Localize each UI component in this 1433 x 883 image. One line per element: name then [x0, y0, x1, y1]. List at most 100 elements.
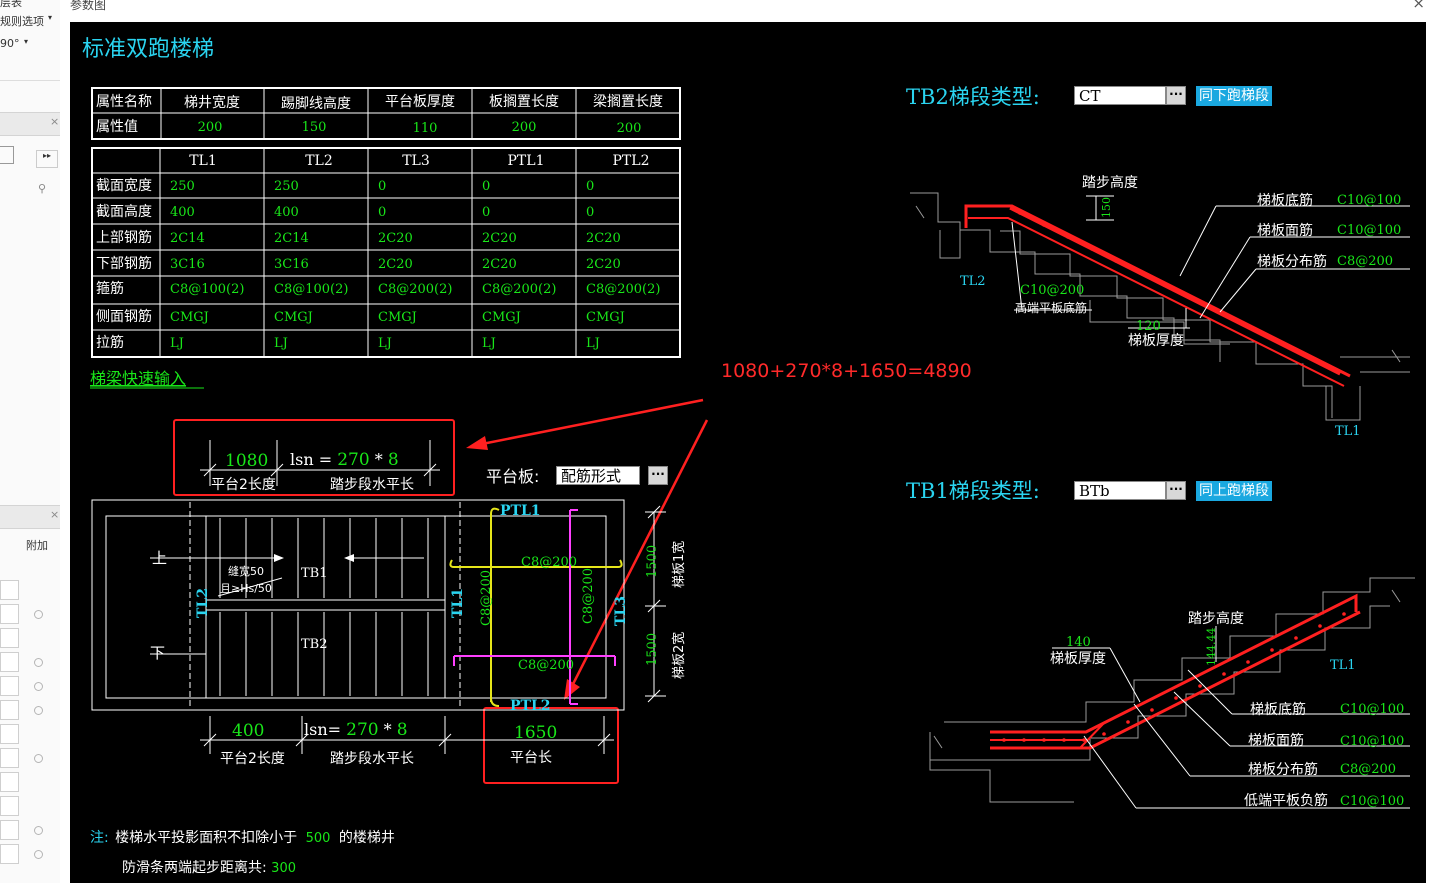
- anti-slip-distance-value[interactable]: 300: [271, 861, 296, 876]
- beam-cell[interactable]: 0: [378, 179, 386, 194]
- beam-cell[interactable]: 2C20: [586, 231, 621, 246]
- more-options-button[interactable]: ···: [648, 466, 668, 485]
- high-end-slab-bar-value[interactable]: C10@200: [1020, 283, 1084, 298]
- beam-bearing-length-value[interactable]: 200: [617, 121, 642, 136]
- slab1-width-value[interactable]: 1500: [645, 545, 660, 578]
- more-options-button[interactable]: ···: [1166, 481, 1186, 500]
- list-row[interactable]: [0, 580, 19, 600]
- close-icon[interactable]: ×: [50, 508, 60, 521]
- list-row[interactable]: [0, 844, 19, 864]
- list-row[interactable]: [0, 724, 19, 744]
- beam-cell[interactable]: CMGJ: [170, 310, 209, 325]
- step-count-value[interactable]: 8: [397, 720, 408, 740]
- beam-cell[interactable]: 250: [170, 179, 195, 194]
- list-row[interactable]: [0, 700, 19, 720]
- slab-distribution-bar-value[interactable]: C8@200: [1340, 762, 1396, 777]
- platform-slab-select[interactable]: 配筋形式: [556, 466, 640, 485]
- beam-cell[interactable]: 3C16: [274, 257, 309, 272]
- beam-cell[interactable]: C8@100(2): [170, 282, 244, 297]
- beam-cell[interactable]: 2C20: [378, 231, 413, 246]
- beam-cell[interactable]: C8@200(2): [482, 282, 556, 297]
- beam-cell[interactable]: CMGJ: [274, 310, 313, 325]
- list-row[interactable]: [0, 652, 19, 672]
- beam-cell[interactable]: CMGJ: [482, 310, 521, 325]
- step-height-value[interactable]: 150: [1100, 197, 1113, 218]
- beam-cell[interactable]: 2C20: [378, 257, 413, 272]
- list-row[interactable]: [0, 796, 19, 816]
- slab-thickness-value[interactable]: 140: [1066, 635, 1091, 650]
- beam-cell[interactable]: 0: [586, 205, 594, 220]
- beam-cell[interactable]: 2C14: [274, 231, 309, 246]
- beam-cell[interactable]: LJ: [170, 336, 184, 351]
- platform-thickness-value[interactable]: 110: [413, 121, 438, 136]
- same-as-lower-flight-button[interactable]: 同下跑梯段: [1196, 86, 1272, 106]
- beam-cell[interactable]: 0: [378, 205, 386, 220]
- radio-dot[interactable]: [34, 658, 43, 667]
- rule-options-menu[interactable]: 规则选项: [0, 15, 44, 28]
- more-options-button[interactable]: ···: [1166, 86, 1186, 105]
- panel-tool-icon[interactable]: [0, 146, 14, 164]
- skirting-height-value[interactable]: 150: [302, 120, 327, 135]
- slab-bearing-length-value[interactable]: 200: [512, 120, 537, 135]
- step-width-value[interactable]: 270: [346, 720, 378, 740]
- angle-selector[interactable]: 90°: [0, 37, 20, 50]
- beam-cell[interactable]: CMGJ: [378, 310, 417, 325]
- radio-dot[interactable]: [34, 706, 43, 715]
- quick-beam-input-link[interactable]: 梯梁快速输入: [90, 369, 186, 388]
- radio-dot[interactable]: [34, 610, 43, 619]
- same-as-upper-flight-button[interactable]: 同上跑梯段: [1196, 481, 1272, 501]
- step-width-value[interactable]: 270: [337, 450, 369, 470]
- search-icon[interactable]: ⚲: [38, 182, 47, 195]
- expand-icon[interactable]: ▸▸: [36, 150, 58, 168]
- radio-dot[interactable]: [34, 682, 43, 691]
- slab-top-bar-value[interactable]: C10@100: [1340, 734, 1404, 749]
- radio-dot[interactable]: [34, 754, 43, 763]
- beam-cell[interactable]: 3C16: [170, 257, 205, 272]
- close-icon[interactable]: ×: [1412, 0, 1425, 12]
- stairwell-width-value[interactable]: 200: [198, 120, 223, 135]
- beam-cell[interactable]: 0: [482, 205, 490, 220]
- list-row[interactable]: [0, 628, 19, 648]
- beam-cell[interactable]: 2C20: [482, 257, 517, 272]
- beam-cell[interactable]: C8@200(2): [378, 282, 452, 297]
- radio-dot[interactable]: [34, 850, 43, 859]
- beam-cell[interactable]: LJ: [482, 336, 496, 351]
- slab-thickness-value[interactable]: 120: [1136, 319, 1161, 334]
- step-height-label: 踏步高度: [1082, 174, 1138, 191]
- stairwell-min-area-value[interactable]: 500: [306, 831, 331, 846]
- beam-cell[interactable]: 0: [586, 179, 594, 194]
- slab-top-bar-value[interactable]: C10@100: [1337, 223, 1401, 238]
- platform2-length-value[interactable]: 1080: [225, 451, 268, 471]
- slab-bottom-bar-value[interactable]: C10@100: [1337, 193, 1401, 208]
- list-row[interactable]: [0, 748, 19, 768]
- beam-cell[interactable]: 2C20: [586, 257, 621, 272]
- platform2-length-bottom-value[interactable]: 400: [232, 721, 264, 741]
- slab2-width-value[interactable]: 1500: [645, 633, 660, 666]
- step-count-value[interactable]: 8: [388, 450, 399, 470]
- list-row[interactable]: [0, 772, 19, 792]
- beam-cell[interactable]: 2C14: [170, 231, 205, 246]
- tb2-type-input[interactable]: CT: [1074, 86, 1166, 105]
- beam-cell[interactable]: 2C20: [482, 231, 517, 246]
- low-end-slab-bar-value[interactable]: C10@100: [1340, 794, 1404, 809]
- beam-cell[interactable]: C8@200(2): [586, 282, 660, 297]
- list-row[interactable]: [0, 820, 19, 840]
- platform-length-value[interactable]: 1650: [514, 723, 557, 743]
- tb1-type-input[interactable]: BTb: [1074, 481, 1166, 500]
- beam-cell[interactable]: CMGJ: [586, 310, 625, 325]
- beam-cell[interactable]: 250: [274, 179, 299, 194]
- beam-cell[interactable]: 0: [482, 179, 490, 194]
- beam-cell[interactable]: LJ: [274, 336, 288, 351]
- list-row[interactable]: [0, 604, 19, 624]
- slab-distribution-bar-value[interactable]: C8@200: [1337, 254, 1393, 269]
- beam-cell[interactable]: LJ: [586, 336, 600, 351]
- list-row[interactable]: [0, 676, 19, 696]
- close-icon[interactable]: ×: [50, 115, 60, 128]
- step-height-value[interactable]: 144.44: [1205, 628, 1218, 667]
- slab-bottom-bar-value[interactable]: C10@100: [1340, 702, 1404, 717]
- beam-cell[interactable]: LJ: [378, 336, 392, 351]
- beam-cell[interactable]: C8@100(2): [274, 282, 348, 297]
- beam-cell[interactable]: 400: [170, 205, 195, 220]
- beam-cell[interactable]: 400: [274, 205, 299, 220]
- radio-dot[interactable]: [34, 826, 43, 835]
